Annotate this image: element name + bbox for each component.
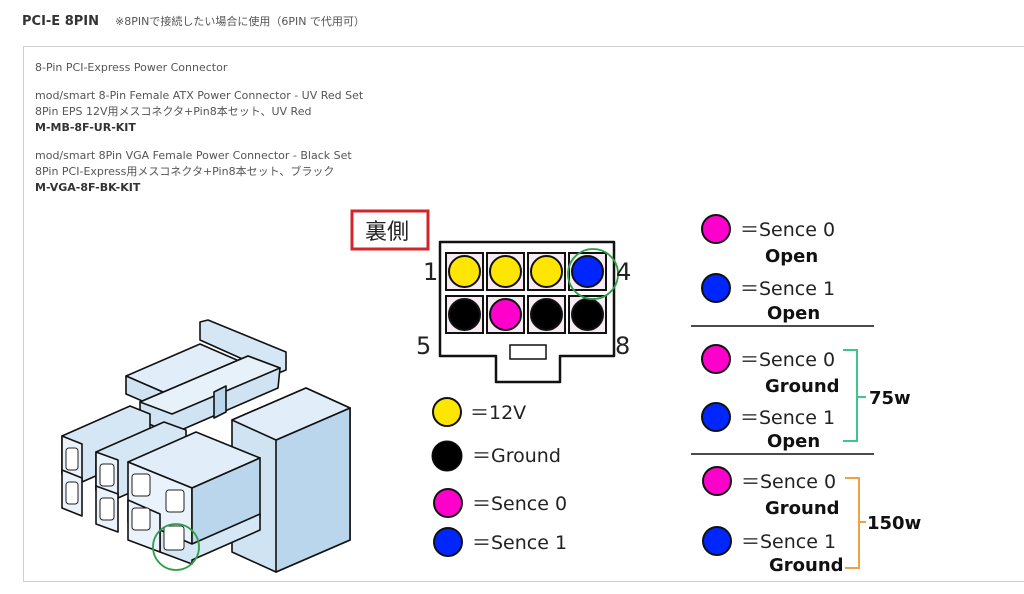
color-legend: ＝12V ＝Ground ＝Sence 0 ＝Sence 1 bbox=[431, 397, 567, 557]
product-code: M-MB-8F-UR-KIT bbox=[35, 121, 136, 134]
wattage-150w: 150w bbox=[867, 513, 921, 534]
sense-state: Ground bbox=[765, 498, 840, 519]
sense-label: ＝Sence 0 bbox=[740, 349, 835, 371]
pin-5-ground bbox=[448, 298, 481, 331]
product-1: mod/smart 8-Pin Female ATX Power Connect… bbox=[35, 88, 363, 136]
sense-label: ＝Sence 1 bbox=[740, 278, 835, 300]
sense-state: Ground bbox=[769, 555, 844, 576]
sense-dot-sence1 bbox=[702, 526, 732, 556]
legend-dot-12v bbox=[432, 397, 462, 427]
product-code: M-VGA-8F-BK-KIT bbox=[35, 181, 141, 194]
product-name: mod/smart 8-Pin Female ATX Power Connect… bbox=[35, 89, 364, 102]
pin-1-12v bbox=[448, 255, 481, 288]
sense-dot-sence1 bbox=[701, 402, 731, 432]
pin-number-1: 1 bbox=[423, 258, 438, 286]
legend-dot-ground bbox=[431, 440, 463, 472]
sense-dot-sence0 bbox=[701, 214, 731, 244]
highlight-circle-illustration bbox=[152, 523, 200, 571]
sense-table: ＝Sence 0 Open ＝Sence 1 Open ＝Sence 0 Gro… bbox=[691, 214, 921, 576]
connector-description: 8-Pin PCI-Express Power Connector mod/sm… bbox=[35, 60, 363, 208]
sense-state: Open bbox=[767, 303, 820, 324]
sense-state: Open bbox=[765, 246, 818, 267]
sense-state: Ground bbox=[765, 376, 840, 397]
side-label: 裏側 bbox=[365, 220, 409, 245]
connector-name: 8-Pin PCI-Express Power Connector bbox=[35, 61, 228, 74]
side-label-box bbox=[350, 209, 430, 251]
product-name: mod/smart 8Pin VGA Female Power Connecto… bbox=[35, 149, 352, 162]
product-subtitle: 8Pin EPS 12V用メスコネクタ+Pin8本セット、UV Red bbox=[35, 105, 312, 118]
sense-label: ＝Sence 0 bbox=[740, 219, 835, 241]
sense-dot-sence0 bbox=[701, 344, 731, 374]
pin-8-ground bbox=[571, 298, 604, 331]
legend-label-sence0: ＝Sence 0 bbox=[472, 493, 567, 515]
highlight-circle-pin4 bbox=[567, 248, 619, 300]
sense-label: ＝Sence 0 bbox=[741, 471, 836, 493]
pin-3-12v bbox=[530, 255, 563, 288]
sense-label: ＝Sence 1 bbox=[740, 407, 835, 429]
bracket-150w bbox=[845, 477, 866, 569]
sense-state: Open bbox=[767, 431, 820, 452]
sense-dot-sence0 bbox=[702, 466, 732, 496]
sense-label: ＝Sence 1 bbox=[741, 531, 836, 553]
legend-label-sence1: ＝Sence 1 bbox=[472, 532, 567, 554]
pin-2-12v bbox=[489, 255, 522, 288]
connector-illustration bbox=[61, 319, 351, 573]
section-note: ※8PINで接続したい場合に使用（6PIN で代用可） bbox=[115, 15, 365, 28]
pin-7-ground bbox=[530, 298, 563, 331]
legend-label-ground: ＝Ground bbox=[472, 445, 561, 467]
product-2: mod/smart 8Pin VGA Female Power Connecto… bbox=[35, 148, 363, 196]
sense-dot-sence1 bbox=[701, 273, 731, 303]
pin-6-sence-0 bbox=[489, 298, 522, 331]
wattage-75w: 75w bbox=[869, 388, 911, 409]
section-header: PCI-E 8PIN ※8PINで接続したい場合に使用（6PIN で代用可） bbox=[22, 13, 365, 33]
legend-dot-sence0 bbox=[433, 488, 463, 518]
legend-dot-sence1 bbox=[433, 527, 463, 557]
legend-label-12v: ＝12V bbox=[470, 402, 526, 424]
bracket-75w bbox=[843, 349, 866, 442]
pin-number-5: 5 bbox=[416, 332, 431, 360]
pin-4-sence-1 bbox=[571, 255, 604, 288]
pin-grid bbox=[445, 252, 607, 334]
pin-number-8: 8 bbox=[615, 332, 630, 360]
pin-number-4: 4 bbox=[616, 258, 631, 286]
section-title: PCI-E 8PIN bbox=[22, 14, 99, 29]
product-subtitle: 8Pin PCI-Express用メスコネクタ+Pin8本セット、ブラック bbox=[35, 165, 335, 178]
